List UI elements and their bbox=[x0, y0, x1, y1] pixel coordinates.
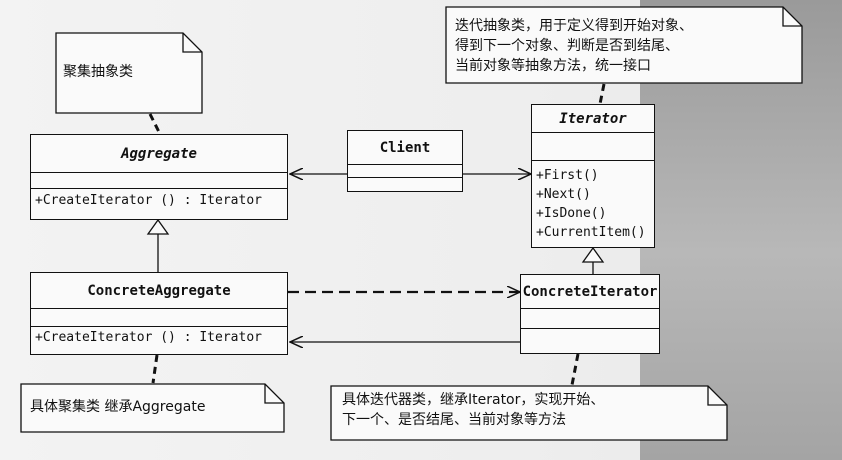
note-shape bbox=[445, 6, 803, 84]
concrete-aggregate-attributes bbox=[31, 309, 287, 327]
concrete-iterator-class[interactable]: ConcreteIterator bbox=[520, 274, 660, 354]
concrete-aggregate-method: +CreateIterator () : Iterator bbox=[35, 330, 262, 345]
iterator-note: 迭代抽象类，用于定义得到开始对象、 得到下一个对象、判断是否到结尾、 当前对象等… bbox=[445, 6, 803, 84]
iterator-method-next: +Next() bbox=[536, 187, 591, 202]
aggregate-class[interactable]: Aggregate +CreateIterator () : Iterator bbox=[30, 134, 288, 220]
aggregate-method: +CreateIterator () : Iterator bbox=[35, 193, 262, 208]
iterator-class-name: Iterator bbox=[532, 105, 654, 133]
concrete-iterator-inheritance-triangle bbox=[581, 246, 605, 263]
concrete-aggregate-class[interactable]: ConcreteAggregate +CreateIterator () : I… bbox=[30, 272, 288, 355]
aggregate-note-anchor bbox=[148, 113, 162, 135]
concrete-iterator-note-line-2: 下一个、是否结尾、当前对象等方法 bbox=[342, 412, 566, 428]
concrete-iterator-class-name: ConcreteIterator bbox=[521, 275, 659, 309]
concrete-iterator-note-line-1: 具体迭代器类，继承Iterator，实现开始、 bbox=[342, 392, 605, 408]
aggregate-note: 聚集抽象类 bbox=[55, 32, 203, 114]
iterator-method-currentitem: +CurrentItem() bbox=[536, 225, 646, 240]
iterator-note-line-3: 当前对象等抽象方法，统一接口 bbox=[455, 58, 651, 74]
iterator-note-line-2: 得到下一个对象、判断是否到结尾、 bbox=[455, 38, 679, 54]
iterator-class[interactable]: Iterator +First() +Next() +IsDone() +Cur… bbox=[531, 104, 655, 248]
concrete-aggregate-note: 具体聚集类 继承Aggregate bbox=[20, 383, 285, 433]
iterator-attributes bbox=[532, 133, 654, 161]
concrete-aggregate-class-name: ConcreteAggregate bbox=[31, 273, 287, 309]
concrete-iterator-note-anchor bbox=[570, 353, 580, 386]
iterator-note-line-1: 迭代抽象类，用于定义得到开始对象、 bbox=[455, 18, 693, 34]
note-shape bbox=[330, 385, 728, 441]
concrete-aggregate-inheritance-triangle bbox=[146, 218, 170, 235]
note-shape bbox=[20, 383, 285, 433]
concrete-iterator-note: 具体迭代器类，继承Iterator，实现开始、 下一个、是否结尾、当前对象等方法 bbox=[330, 385, 728, 441]
iterator-method-isdone: +IsDone() bbox=[536, 206, 607, 221]
iterator-method-first: +First() bbox=[536, 168, 599, 183]
concrete-aggregate-note-anchor bbox=[151, 354, 159, 384]
concrete-iterator-attributes bbox=[521, 309, 659, 329]
concrete-aggregate-note-text: 具体聚集类 继承Aggregate bbox=[30, 399, 206, 415]
aggregate-note-text: 聚集抽象类 bbox=[63, 64, 133, 80]
client-class-name: Client bbox=[348, 131, 462, 165]
client-class[interactable]: Client bbox=[347, 130, 463, 192]
aggregate-class-name: Aggregate bbox=[31, 135, 287, 173]
aggregate-attributes bbox=[31, 173, 287, 189]
iterator-note-anchor bbox=[598, 83, 606, 105]
note-shape bbox=[55, 32, 203, 114]
client-attributes bbox=[348, 165, 462, 178]
